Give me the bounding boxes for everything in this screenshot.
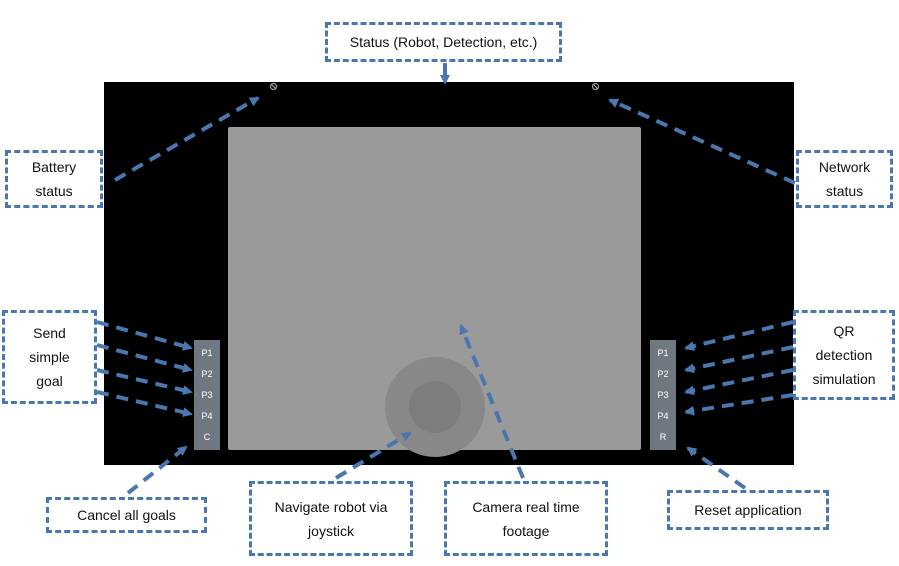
qr-button-panel: P1 P2 P3 P4 R [650,340,676,450]
goal-p4-button[interactable]: P4 [201,411,213,422]
network-status-icon [592,83,599,90]
goal-p3-button[interactable]: P3 [201,389,213,400]
battery-status-icon [270,83,277,90]
send-goal-callout: Send simple goal [2,310,97,404]
network-status-callout: Network status [796,150,893,208]
status-callout: Status (Robot, Detection, etc.) [325,22,562,62]
reset-application-callout: Reset application [667,490,829,530]
qr-p2-button[interactable]: P2 [657,368,669,379]
cancel-goals-button[interactable]: C [203,432,211,443]
qr-detection-callout: QR detection simulation [793,310,895,400]
goal-button-panel: P1 P2 P3 P4 C [194,340,220,450]
qr-p4-button[interactable]: P4 [657,411,669,422]
goal-p2-button[interactable]: P2 [201,368,213,379]
joystick-callout: Navigate robot via joystick [249,481,413,556]
goal-p1-button[interactable]: P1 [201,347,213,358]
cancel-goals-callout: Cancel all goals [46,497,207,533]
reset-button[interactable]: R [659,432,667,443]
joystick-knob[interactable] [409,381,461,433]
qr-p1-button[interactable]: P1 [657,347,669,358]
qr-p3-button[interactable]: P3 [657,389,669,400]
battery-status-callout: Battery status [5,150,103,208]
camera-callout: Camera real time footage [444,481,608,556]
